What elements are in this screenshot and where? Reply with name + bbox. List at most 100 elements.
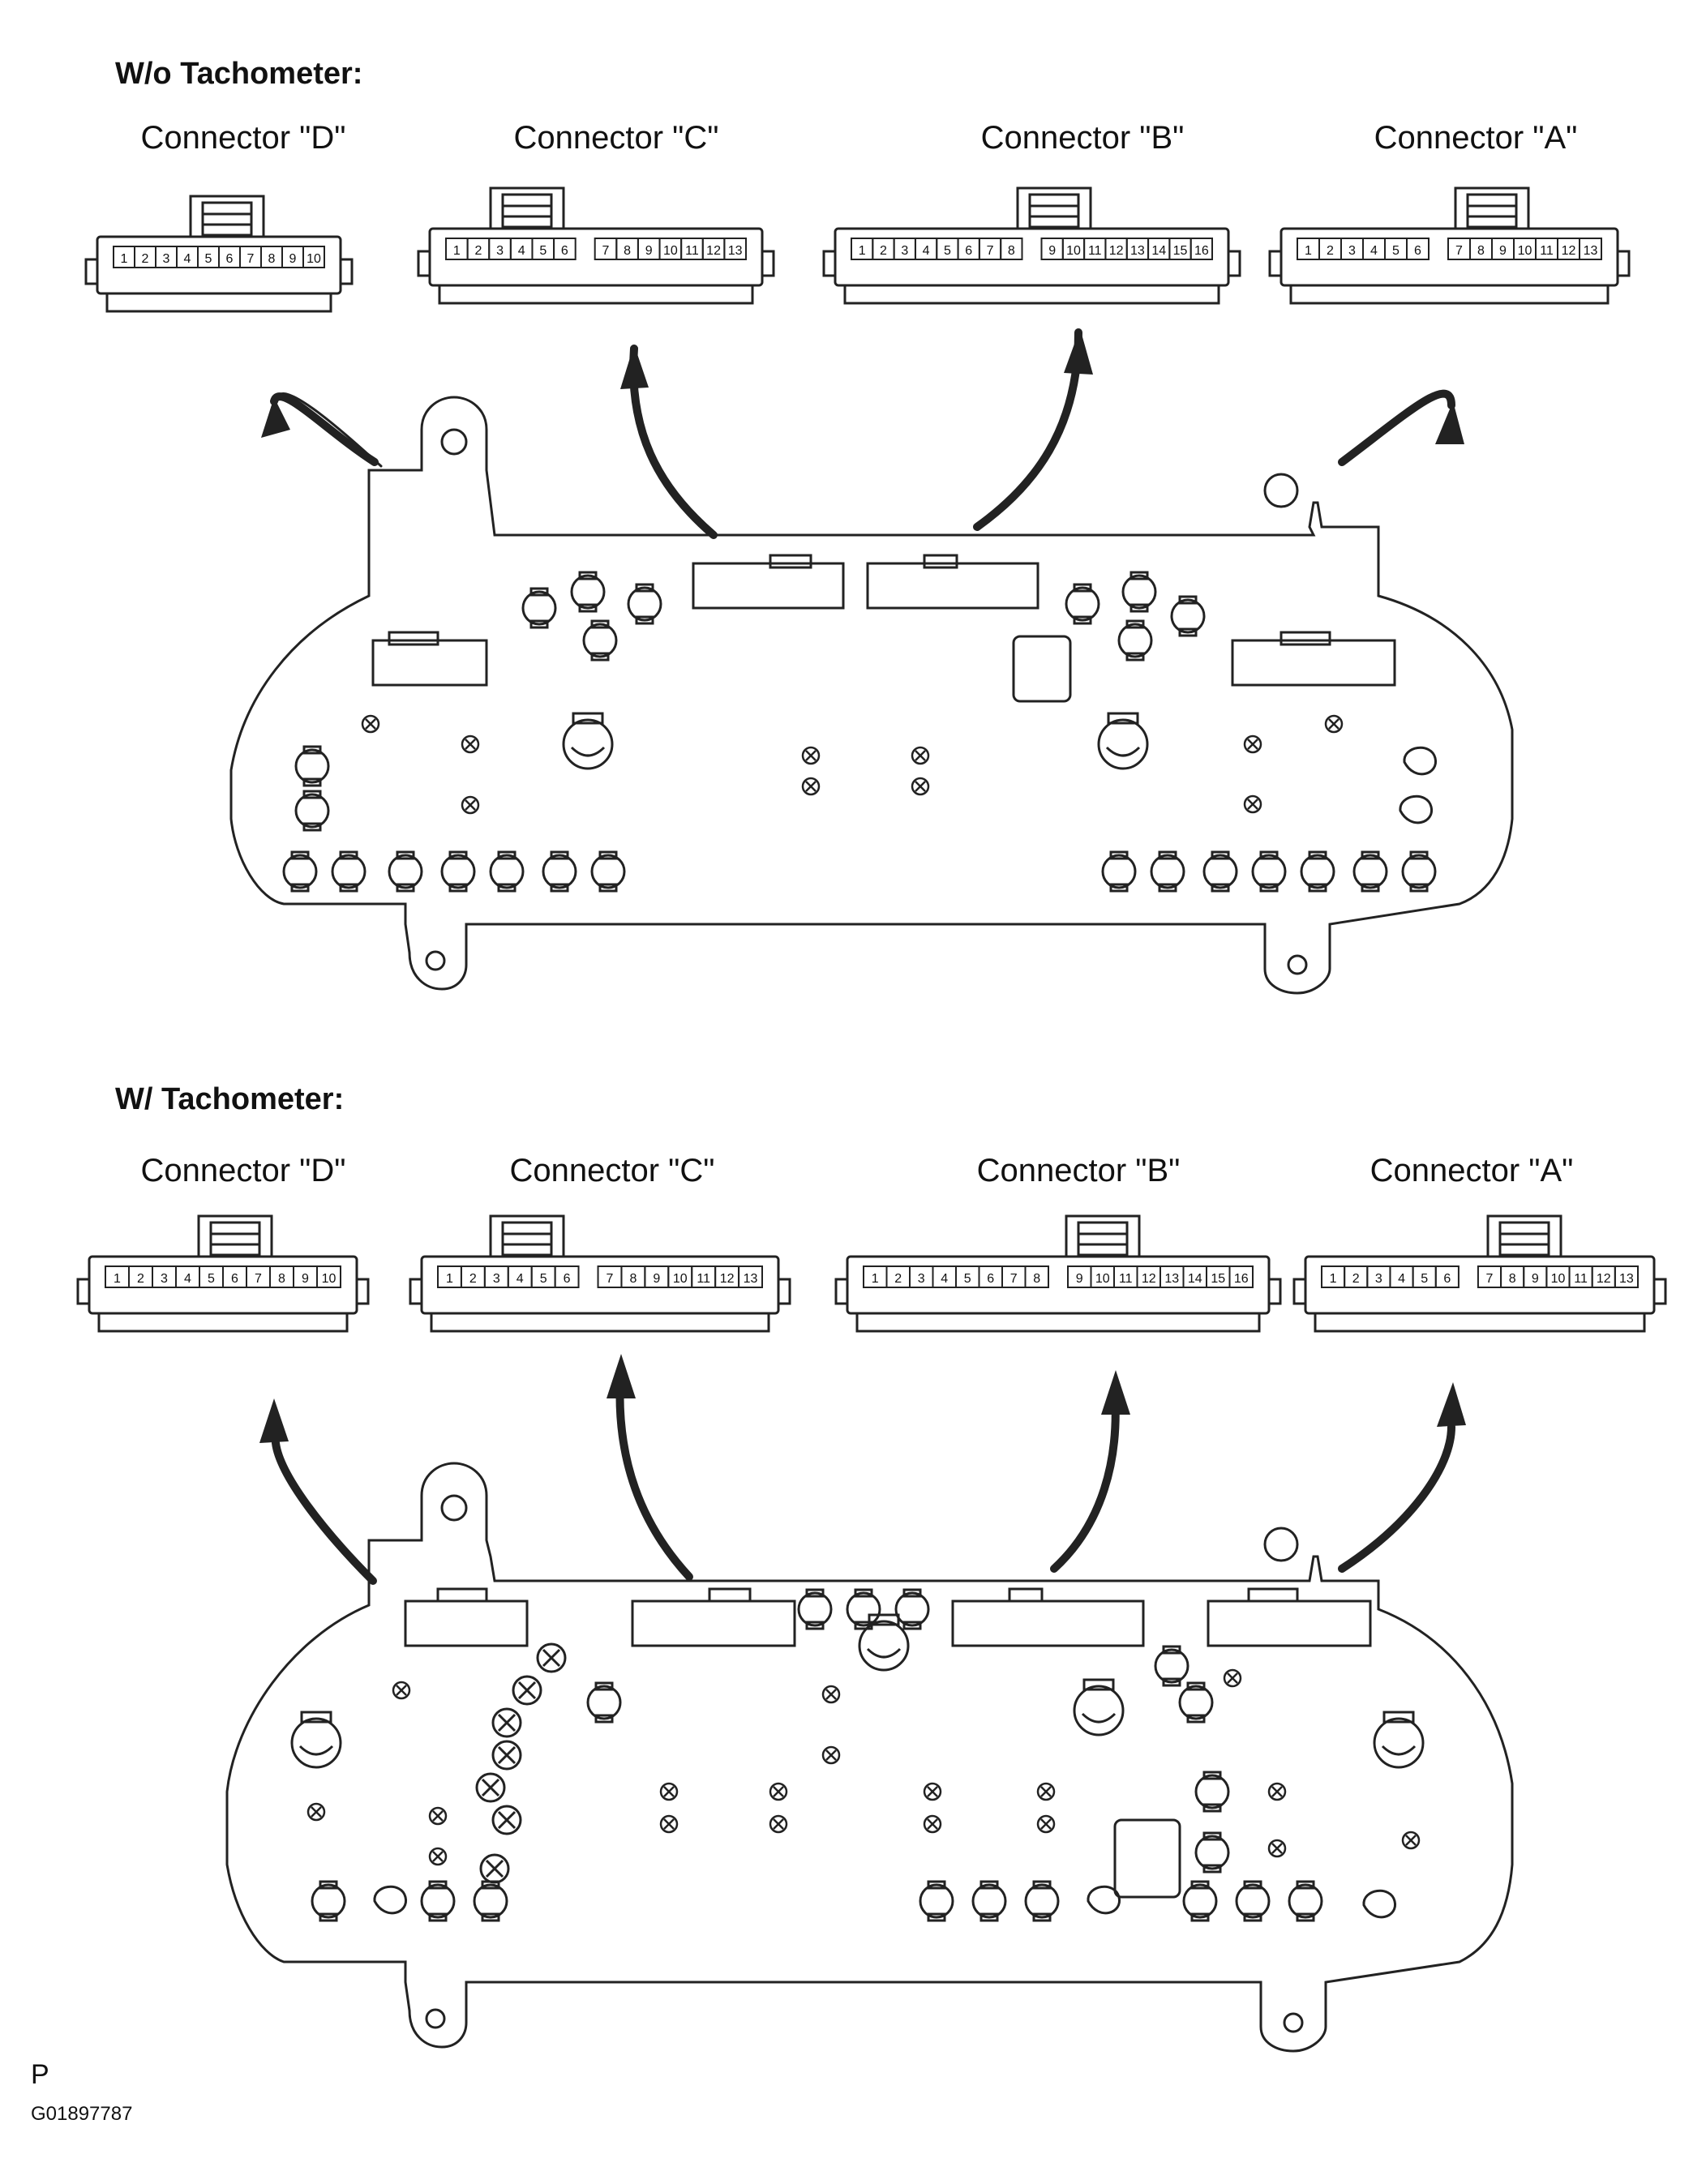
pin-number: 15 [1173, 244, 1188, 258]
indicator-socket [491, 1707, 522, 1738]
screw-hole [306, 1802, 326, 1822]
pin-number: 6 [1443, 1272, 1451, 1286]
pin-number: 7 [1455, 244, 1463, 258]
screw-hole [769, 1814, 788, 1834]
arrow-head [1435, 401, 1464, 444]
pin-number: 9 [302, 1272, 309, 1286]
bulb-socket [294, 790, 330, 832]
pin-number: 14 [1151, 244, 1166, 258]
screw-hole [659, 1814, 679, 1834]
screw-hole [659, 1782, 679, 1801]
bulb-socket [1235, 1880, 1271, 1922]
gauge-mount [1073, 1678, 1125, 1736]
pin-number: 4 [184, 252, 191, 266]
screw-hole [801, 746, 821, 765]
screw-hole [1036, 1782, 1056, 1801]
bulb-socket [586, 1681, 622, 1724]
pin-number: 12 [1562, 244, 1576, 258]
mounting-boss [1399, 794, 1433, 824]
pin-number: 3 [1375, 1272, 1382, 1286]
bulb-socket [1024, 1880, 1060, 1922]
screw-hole [821, 1685, 841, 1704]
indicator-socket [491, 1805, 522, 1835]
connector-a-label: Connector "A" [1370, 1153, 1574, 1188]
bulb-sockets-section-1 [282, 571, 1437, 893]
connector-c-label: Connector "C" [509, 1153, 715, 1188]
bulb-sockets-section-2 [311, 1588, 1323, 1922]
pin-number: 11 [1088, 244, 1102, 258]
pin-number: 3 [1348, 244, 1356, 258]
pin-number: 4 [941, 1272, 948, 1286]
screw-hole [1243, 734, 1262, 754]
pin-number: 3 [161, 1272, 168, 1286]
pin-number: 12 [720, 1272, 735, 1286]
arrow-head [1064, 328, 1093, 375]
pin-number: 12 [1109, 244, 1124, 258]
pin-number: 12 [706, 244, 721, 258]
pin-number: 1 [872, 1272, 879, 1286]
pin-number: 9 [289, 252, 297, 266]
pin-number: 5 [539, 244, 547, 258]
connector-d-label: Connector "D" [140, 1153, 346, 1188]
pin-number: 13 [1164, 1272, 1179, 1286]
arrow-heads-section-1 [261, 328, 1464, 444]
pin-number: 2 [880, 244, 887, 258]
bulb-socket [1101, 850, 1137, 893]
arrow-heads-section-2 [259, 1354, 1466, 1443]
pin-number: 13 [1584, 244, 1598, 258]
bulb-socket [440, 850, 476, 893]
screws-section-1 [361, 714, 1344, 815]
pin-number: 11 [1574, 1272, 1588, 1286]
pin-number: 6 [226, 252, 234, 266]
pin-number: 4 [923, 244, 930, 258]
pin-number: 8 [268, 252, 276, 266]
bulb-socket [542, 850, 577, 893]
pin-number: 2 [474, 244, 482, 258]
connector-d-label: Connector "D" [140, 120, 346, 156]
bulb-socket [473, 1880, 508, 1922]
pin-number: 1 [114, 1272, 121, 1286]
pin-number: 11 [697, 1272, 710, 1286]
pin-number: 3 [496, 244, 504, 258]
pin-number: 2 [1352, 1272, 1360, 1286]
bulb-socket [1352, 850, 1388, 893]
bulb-socket [420, 1880, 456, 1922]
bulb-socket [1401, 850, 1437, 893]
pin-number: 6 [965, 244, 972, 258]
connector-a-label: Connector "A" [1374, 120, 1578, 156]
bulb-socket [388, 850, 423, 893]
page-marker: P [31, 2059, 49, 2090]
pin-number: 6 [564, 1272, 571, 1286]
bulb-socket [521, 587, 557, 629]
bulb-socket [1170, 595, 1206, 637]
pin-number: 4 [184, 1272, 191, 1286]
screw-hole [1401, 1831, 1421, 1850]
pin-number: 13 [1130, 244, 1145, 258]
pin-number: 3 [901, 244, 908, 258]
pin-number: 4 [518, 244, 525, 258]
indicator-socket [475, 1772, 506, 1803]
screw-hole [923, 1782, 942, 1801]
pin-number: 1 [446, 1272, 453, 1286]
screw-hole [923, 1814, 942, 1834]
pin-number: 7 [987, 244, 994, 258]
pin-number: 16 [1194, 244, 1209, 258]
screw-hole [392, 1681, 411, 1700]
pin-number: 10 [1095, 1272, 1110, 1286]
pin-number: 11 [1119, 1272, 1133, 1286]
pin-number: 14 [1188, 1272, 1202, 1286]
pin-number: 4 [517, 1272, 524, 1286]
pin-number: 9 [1499, 244, 1507, 258]
bulb-socket [894, 1588, 930, 1630]
pin-number: 2 [469, 1272, 477, 1286]
bulb-socket [1251, 850, 1287, 893]
pin-number: 15 [1211, 1272, 1225, 1286]
figure-code: G01897787 [31, 2103, 133, 2125]
indicator-socket [512, 1675, 542, 1706]
bulb-socket [582, 619, 618, 662]
arrow-head [261, 397, 290, 438]
